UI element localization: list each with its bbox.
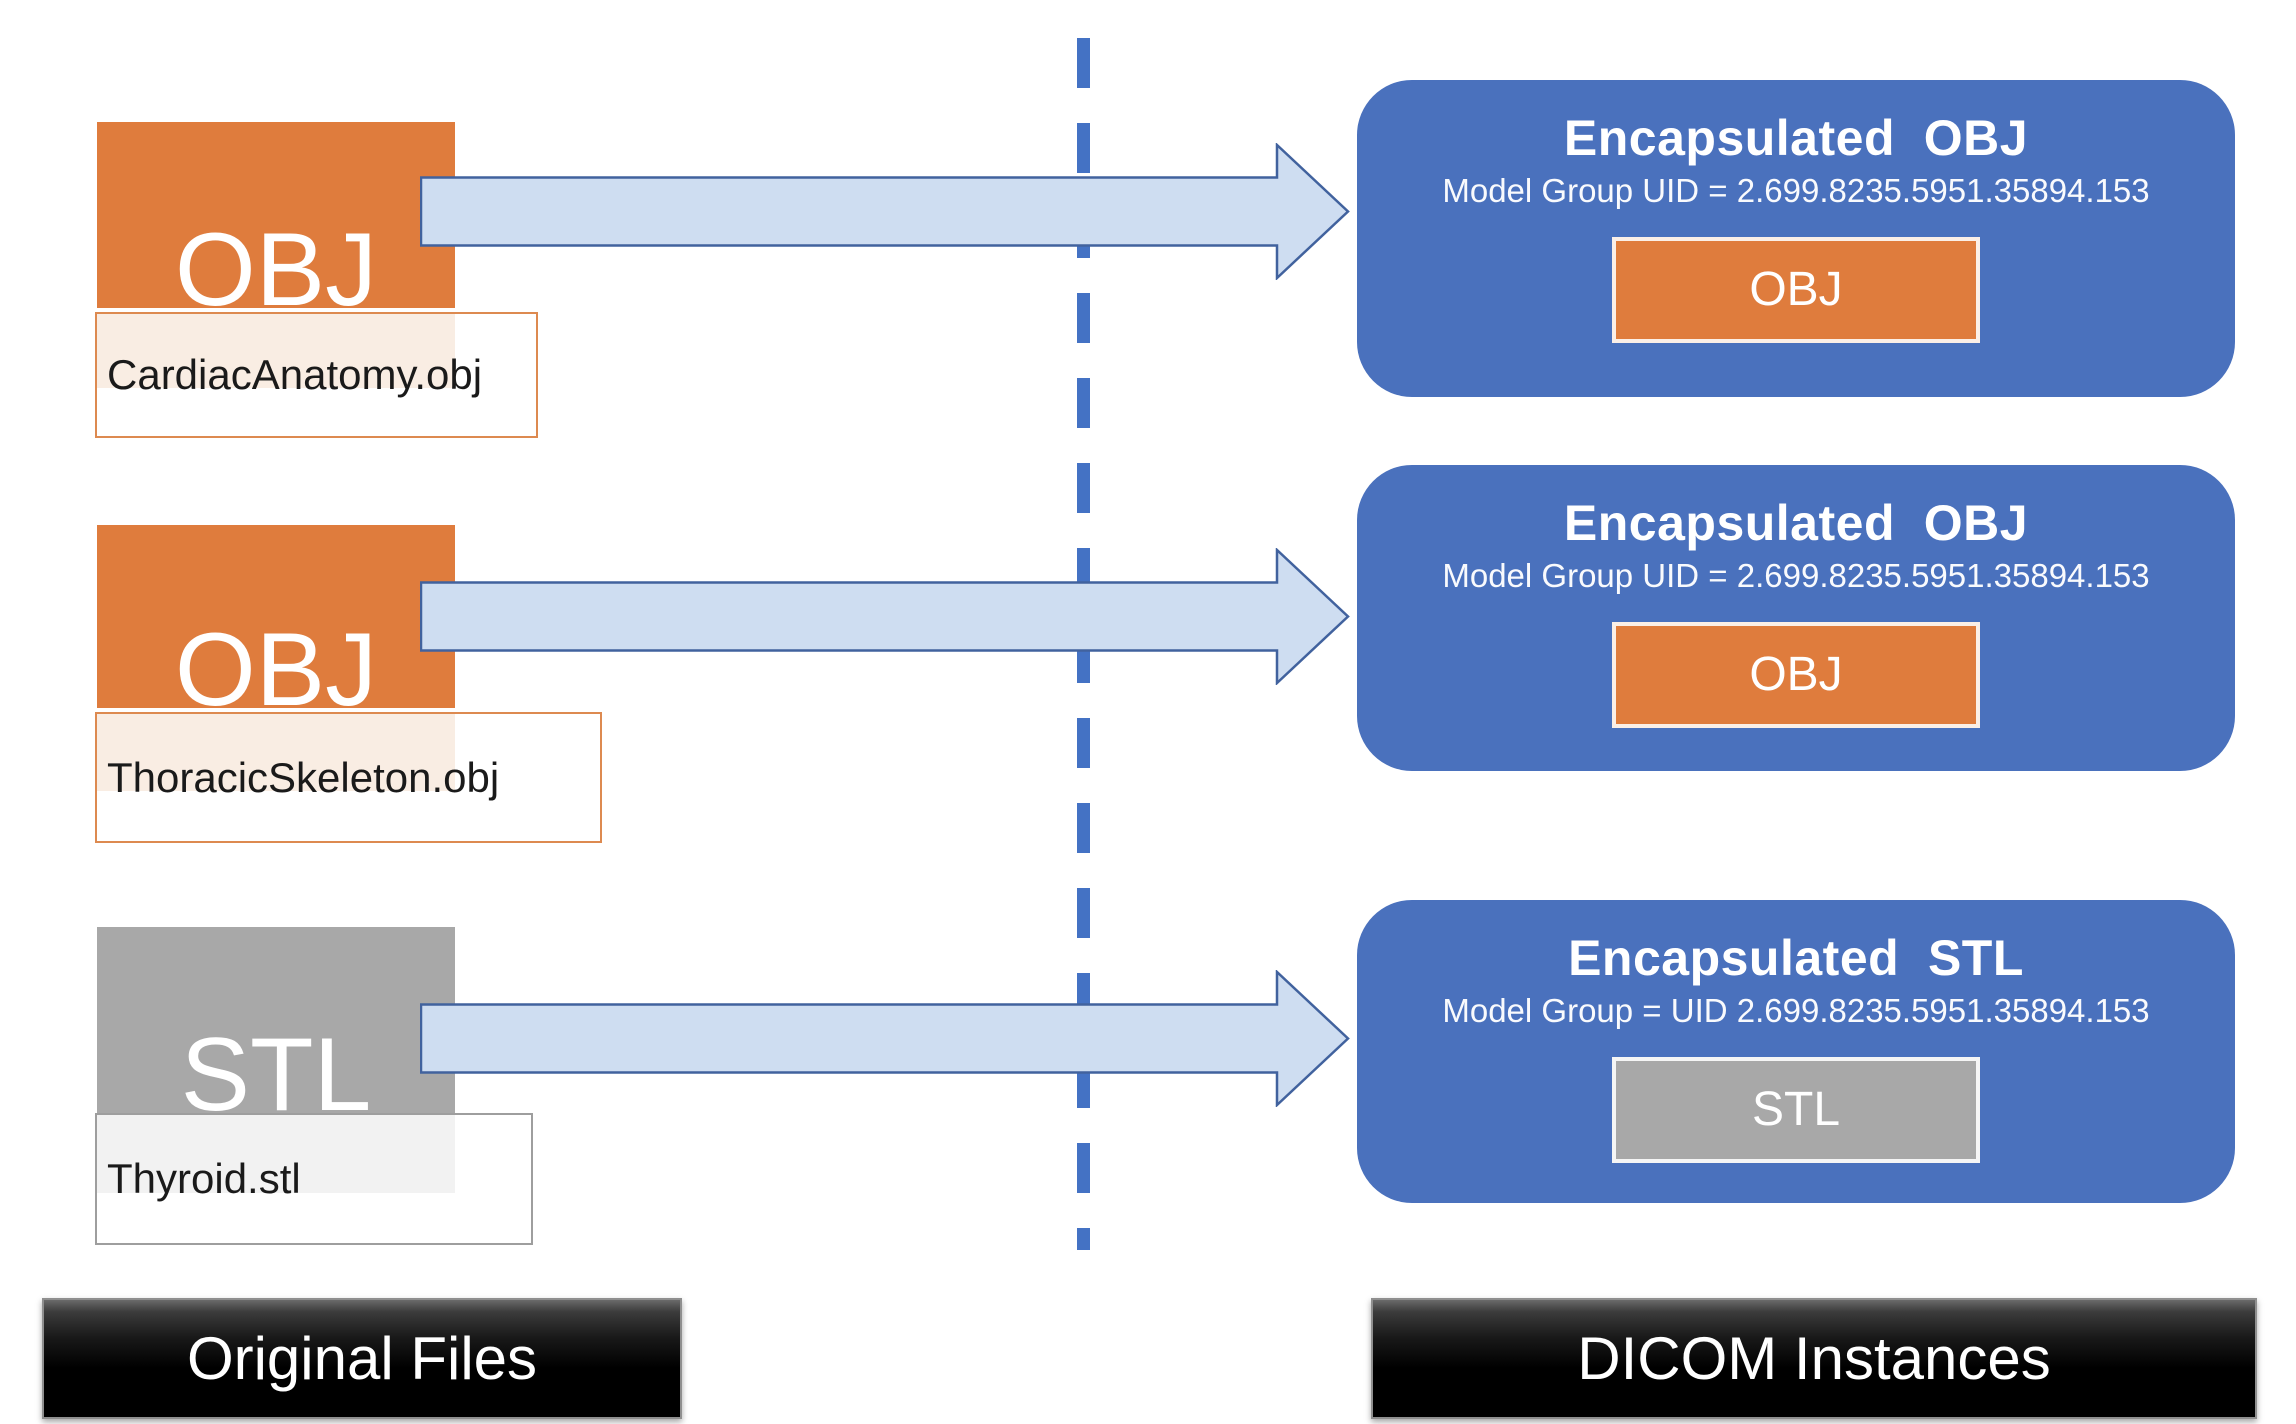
encapsulated-title: Encapsulated STL	[1568, 930, 2024, 986]
file-type-icon-obj-2: OBJ	[97, 525, 455, 722]
filename-box-tint	[97, 314, 455, 389]
embedded-file-type: STL	[1751, 1083, 1841, 1137]
model-group-uid: Model Group UID = 2.699.8235.5951.35894.…	[1442, 171, 2150, 209]
encapsulated-title: Encapsulated OBJ	[1563, 110, 2029, 166]
embedded-file-type: OBJ	[1749, 648, 1843, 702]
file-type-label: OBJ	[174, 612, 378, 728]
embedded-file-chip: STL	[1612, 1057, 1980, 1164]
banner-label: DICOM Instances	[1577, 1325, 2051, 1392]
embedded-file-chip: OBJ	[1612, 622, 1980, 729]
model-group-uid: Model Group = UID 2.699.8235.5951.35894.…	[1442, 991, 2150, 1029]
file-type-label: OBJ	[174, 212, 378, 328]
banner-label: Original Files	[186, 1325, 538, 1392]
filename-box-tint	[97, 714, 455, 792]
file-type-icon-obj-1: OBJ	[97, 122, 455, 322]
right-arrow-icon-1	[420, 143, 1350, 280]
filename-text: ThoracicSkeleton.obj	[107, 753, 500, 801]
embedded-file-chip: OBJ	[1612, 237, 1980, 344]
encapsulated-stl-box: Encapsulated STL Model Group = UID 2.699…	[1357, 900, 2235, 1203]
encapsulated-obj-box-1: Encapsulated OBJ Model Group UID = 2.699…	[1357, 80, 2235, 397]
encapsulated-title: Encapsulated OBJ	[1563, 495, 2029, 551]
filename-box-2: ThoracicSkeleton.obj	[95, 712, 602, 843]
encapsulated-obj-box-2: Encapsulated OBJ Model Group UID = 2.699…	[1357, 465, 2235, 771]
file-type-icon-stl: STL	[97, 927, 455, 1127]
filename-box-tint	[97, 1115, 455, 1194]
file-type-label: STL	[180, 1017, 372, 1133]
filename-box-3: Thyroid.stl	[95, 1113, 533, 1245]
dicom-instances-banner: DICOM Instances	[1371, 1298, 2257, 1419]
filename-text: CardiacAnatomy.obj	[107, 351, 483, 398]
filename-text: Thyroid.stl	[107, 1155, 301, 1202]
filename-box-1: CardiacAnatomy.obj	[95, 312, 538, 438]
right-arrow-icon-2	[420, 548, 1350, 685]
model-group-uid: Model Group UID = 2.699.8235.5951.35894.…	[1442, 556, 2150, 594]
embedded-file-type: OBJ	[1749, 263, 1843, 317]
right-arrow-icon-3	[420, 970, 1350, 1107]
original-files-banner: Original Files	[42, 1298, 682, 1419]
